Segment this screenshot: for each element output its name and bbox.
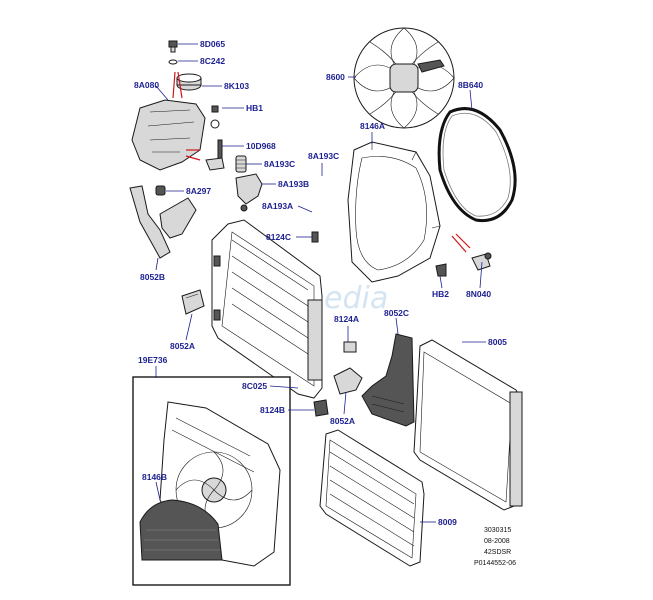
part-label-8009[interactable]: 8009 (438, 517, 457, 527)
part-label-8d065[interactable]: 8D065 (200, 39, 225, 49)
part-label-8a193c[interactable]: 8A193C (308, 151, 339, 161)
leader-line (155, 85, 169, 101)
fan-seal-ring-part (437, 107, 517, 223)
diagram-reference: P0144552-06 (474, 560, 516, 567)
part-label-8005[interactable]: 8005 (488, 337, 507, 347)
leader-line (297, 205, 313, 213)
part-label-8124b[interactable]: 8124B (260, 405, 285, 415)
part-label-8124a[interactable]: 8124A (334, 314, 359, 324)
diagram-date: 08-2008 (484, 538, 510, 545)
reservoir-cap-part (176, 73, 202, 91)
part-label-19e736[interactable]: 19E736 (138, 355, 168, 365)
leader-line (155, 481, 161, 501)
part-label-8c025[interactable]: 8C025 (242, 381, 267, 391)
part-label-8052a[interactable]: 8052A (170, 341, 195, 351)
red-leader-line (185, 155, 201, 161)
part-label-8c242[interactable]: 8C242 (200, 56, 225, 66)
bracket-8052a-part (181, 289, 205, 315)
support-bracket-part (129, 185, 197, 259)
part-label-8052c[interactable]: 8052C (384, 308, 409, 318)
spring-mount-part (235, 155, 247, 173)
part-label-8k103[interactable]: 8K103 (224, 81, 249, 91)
clip-8124b-part (313, 399, 329, 417)
part-label-8a193b[interactable]: 8A193B (278, 179, 309, 189)
mount-bracket-part (235, 173, 263, 212)
part-label-8052b[interactable]: 8052B (140, 272, 165, 282)
part-label-hb2[interactable]: HB2 (432, 289, 449, 299)
fan-bracket-part (471, 252, 492, 271)
part-label-8a080[interactable]: 8A080 (134, 80, 159, 90)
radiator-core-part (413, 339, 523, 511)
part-label-8600[interactable]: 8600 (326, 72, 345, 82)
part-label-8146b[interactable]: 8146B (142, 472, 167, 482)
clip-8124c-part (311, 231, 319, 243)
leader-line (155, 257, 159, 271)
cooling-fan-part (353, 27, 455, 129)
cap-bolt-part (168, 40, 178, 65)
red-leader-line (172, 71, 176, 99)
part-label-8052a[interactable]: 8052A (330, 416, 355, 426)
leader-line (479, 261, 483, 289)
diagram-model: 42SDSR (484, 549, 511, 556)
leader-line (185, 313, 193, 341)
pipe-clip-part (205, 139, 225, 171)
radiator-frame-part (211, 219, 323, 399)
part-label-8146a[interactable]: 8146A (360, 121, 385, 131)
part-label-8a193c[interactable]: 8A193C (264, 159, 295, 169)
part-label-8124c[interactable]: 8124C (266, 232, 291, 242)
leader-line (439, 275, 443, 289)
leader-line (269, 385, 299, 389)
red-leader-line (177, 71, 183, 99)
part-label-8a297[interactable]: 8A297 (186, 186, 211, 196)
part-label-8a193a[interactable]: 8A193A (262, 201, 293, 211)
air-deflector-part (361, 333, 415, 427)
diagram-code: 3030315 (484, 527, 511, 534)
fan-shroud-part (347, 141, 441, 283)
bracket-8052a-b-part (333, 367, 363, 395)
leader-line (395, 317, 399, 335)
fan-cover-part (139, 499, 223, 561)
coolant-reservoir-part (131, 99, 220, 171)
part-label-8n040[interactable]: 8N040 (466, 289, 491, 299)
leader-line (469, 89, 473, 111)
clip-8124a-part (343, 341, 357, 353)
part-label-8b640[interactable]: 8B640 (458, 80, 483, 90)
part-label-10d968[interactable]: 10D968 (246, 141, 276, 151)
fan-clip-part (435, 263, 447, 277)
rubber-mount-part (155, 185, 166, 196)
leader-line (343, 391, 347, 415)
condenser-part (319, 429, 425, 567)
red-leader-line (455, 233, 471, 249)
part-label-hb1[interactable]: HB1 (246, 103, 263, 113)
red-leader-line (451, 235, 467, 253)
